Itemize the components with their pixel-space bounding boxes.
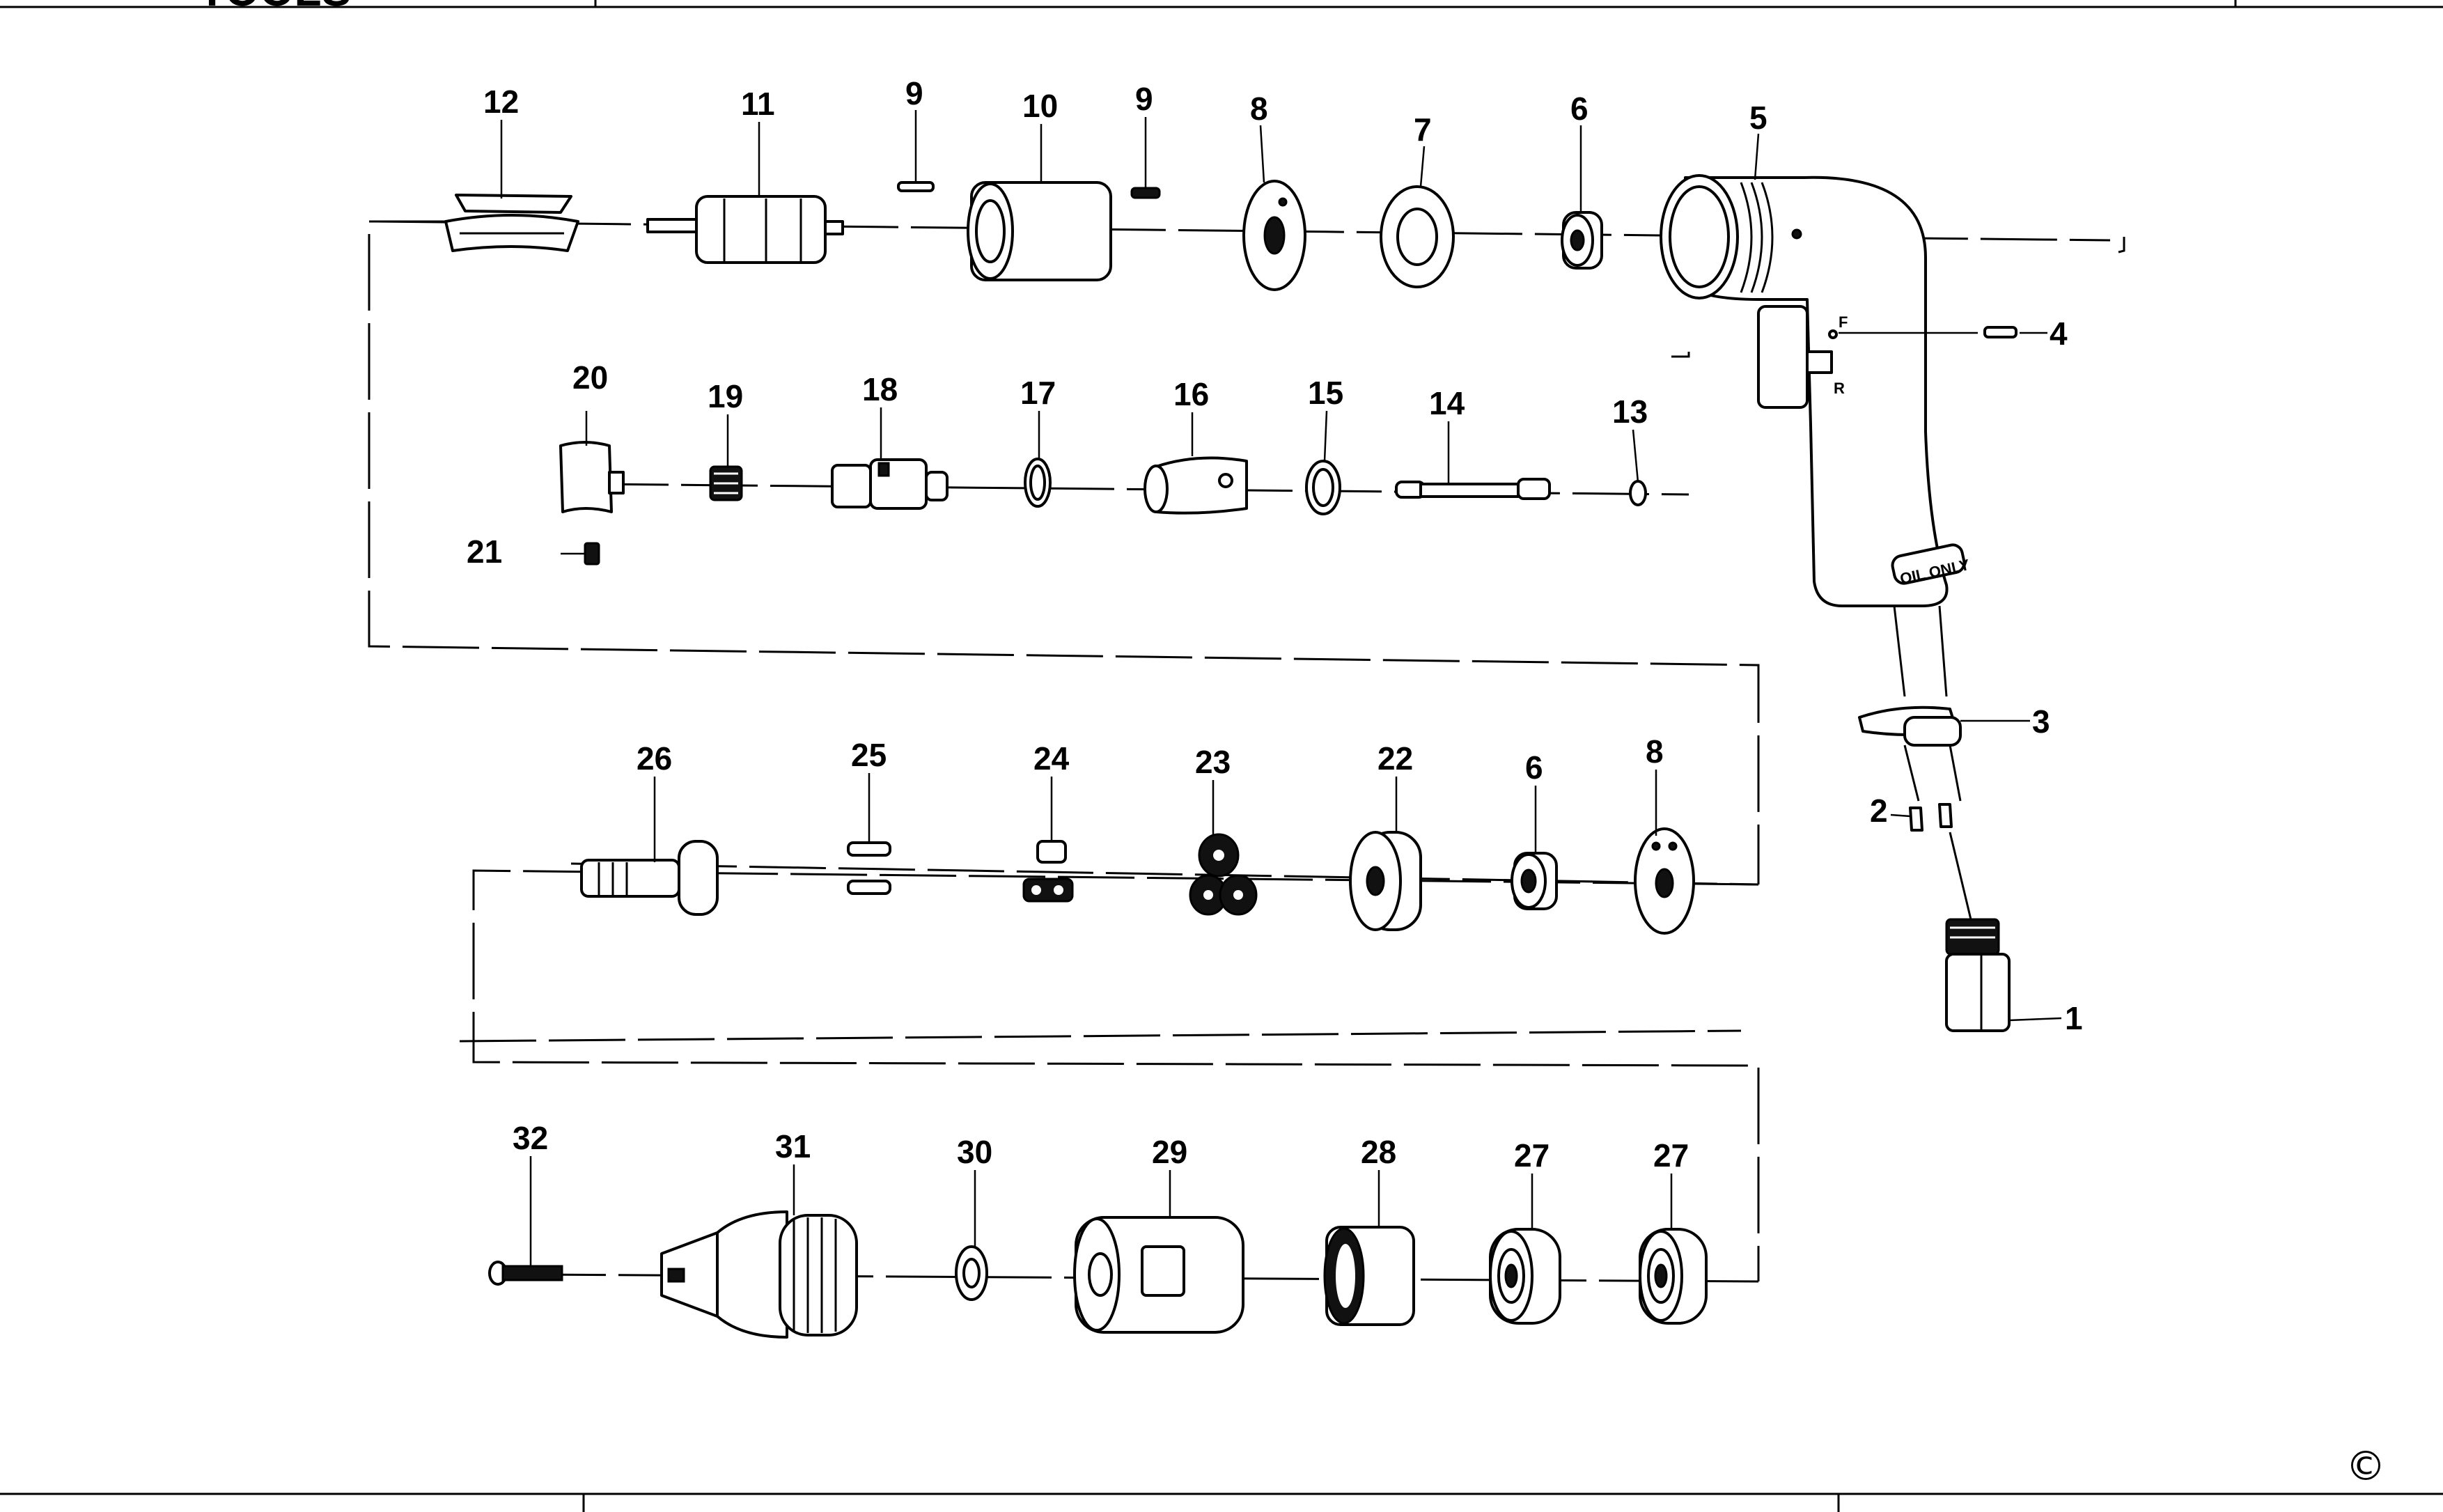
- part-labels: 12 11 9 10 9 8 7 6 5 4 20 19 18 17 16 15…: [467, 75, 2083, 1174]
- part-label-12: 12: [483, 84, 519, 120]
- part-label-25: 25: [851, 737, 887, 773]
- part-label-2: 2: [1870, 793, 1888, 829]
- part-8-end-plate-mid: [1634, 827, 1695, 935]
- axis-row3: [570, 862, 1759, 886]
- part-5-housing: F R OIL ONLY: [1660, 174, 1972, 697]
- part-label-27a: 27: [1514, 1137, 1550, 1174]
- part-label-17: 17: [1020, 375, 1056, 411]
- part-label-19: 19: [708, 378, 743, 414]
- part-label-27b: 27: [1653, 1137, 1689, 1174]
- part-label-10: 10: [1022, 88, 1058, 124]
- part-20-trigger-button: [559, 441, 625, 513]
- header-brand-fragment: TOOLS: [198, 0, 351, 15]
- part-label-3: 3: [2032, 703, 2050, 740]
- part-17-o-ring: [1024, 458, 1052, 508]
- part-18-valve: [831, 458, 949, 510]
- part-1-air-inlet: [1945, 918, 2011, 1032]
- part-label-30: 30: [957, 1134, 992, 1170]
- part-8-end-plate: [1242, 180, 1306, 291]
- part-25-planet-pins: [847, 841, 891, 895]
- part-label-9a: 9: [905, 75, 923, 111]
- part-label-29: 29: [1152, 1134, 1187, 1170]
- trigger-reverse-mark: R: [1834, 380, 1845, 397]
- part-2-screws: [1909, 803, 1953, 832]
- part-22-ring-gear: [1349, 831, 1422, 931]
- part-label-15: 15: [1308, 375, 1343, 411]
- assembly-chain-row1: [2118, 237, 2125, 254]
- part-label-5: 5: [1749, 100, 1767, 136]
- part-label-32: 32: [513, 1120, 548, 1156]
- part-4-pin: [1983, 326, 2017, 338]
- part-21-set-screw: [584, 542, 600, 566]
- part-label-8b: 8: [1646, 733, 1664, 770]
- part-32-chuck-screw: [488, 1261, 563, 1286]
- part-24-planet-gears: [1022, 840, 1074, 903]
- inlet-guide-left: [1903, 745, 1920, 802]
- part-23-gear-carrier: [1189, 833, 1258, 916]
- part-19-spring: [709, 465, 743, 501]
- part-label-28: 28: [1361, 1134, 1396, 1170]
- part-6-bearing-top: [1561, 211, 1603, 270]
- part-28-needle-bearing: [1323, 1226, 1415, 1326]
- trigger-forward-mark: F: [1839, 313, 1848, 331]
- part-26-spindle: [580, 840, 719, 916]
- part-label-23: 23: [1195, 744, 1231, 780]
- part-16-valve-sleeve: [1144, 456, 1248, 515]
- part-label-8a: 8: [1250, 91, 1268, 127]
- part-27-bearing-left: [1489, 1228, 1561, 1325]
- part-7-gasket: [1380, 185, 1455, 288]
- part-10-cylinder: [967, 181, 1112, 281]
- inlet-guide-right: [1949, 745, 1962, 802]
- part-label-11: 11: [741, 86, 775, 122]
- assembly-chain-row3: [472, 869, 1760, 1281]
- part-label-4: 4: [2050, 315, 2068, 352]
- part-label-18: 18: [862, 371, 898, 407]
- part-label-7: 7: [1414, 111, 1432, 148]
- part-31-keyless-chuck: [660, 1210, 858, 1339]
- leader-lines: [500, 110, 2062, 1266]
- part-label-16: 16: [1173, 376, 1209, 412]
- part-11-rotor: [646, 195, 844, 264]
- part-label-14: 14: [1429, 385, 1465, 421]
- copyright-symbol: ©: [2346, 1442, 2386, 1490]
- part-label-24: 24: [1033, 740, 1070, 777]
- part-29-ring-gear-housing: [1073, 1216, 1244, 1334]
- part-27-bearing-right: [1639, 1228, 1708, 1325]
- part-3-exhaust-deflector: [1858, 706, 1962, 747]
- part-label-31: 31: [775, 1128, 811, 1164]
- part-label-1: 1: [2065, 1000, 2083, 1036]
- separator-dash: [459, 1029, 1742, 1043]
- part-label-21: 21: [467, 533, 502, 570]
- part-14-valve-stem: [1395, 478, 1551, 500]
- assembly-chain-return1: [368, 220, 1760, 884]
- part-15-o-ring: [1305, 460, 1341, 515]
- part-label-22: 22: [1377, 740, 1413, 777]
- part-label-9b: 9: [1135, 81, 1153, 117]
- part-label-26: 26: [637, 740, 672, 777]
- part-30-washer: [955, 1245, 988, 1301]
- inlet-guide: [1949, 832, 1972, 920]
- part-label-6a: 6: [1570, 91, 1589, 127]
- part-label-13: 13: [1612, 393, 1648, 430]
- assembly-chain-turn2: [1671, 352, 1690, 358]
- part-12-rotor-end-plate: [444, 194, 579, 252]
- part-label-20: 20: [572, 359, 608, 396]
- part-6-bearing-mid: [1511, 852, 1558, 910]
- part-label-6b: 6: [1525, 749, 1543, 786]
- part-13-washer: [1629, 480, 1647, 506]
